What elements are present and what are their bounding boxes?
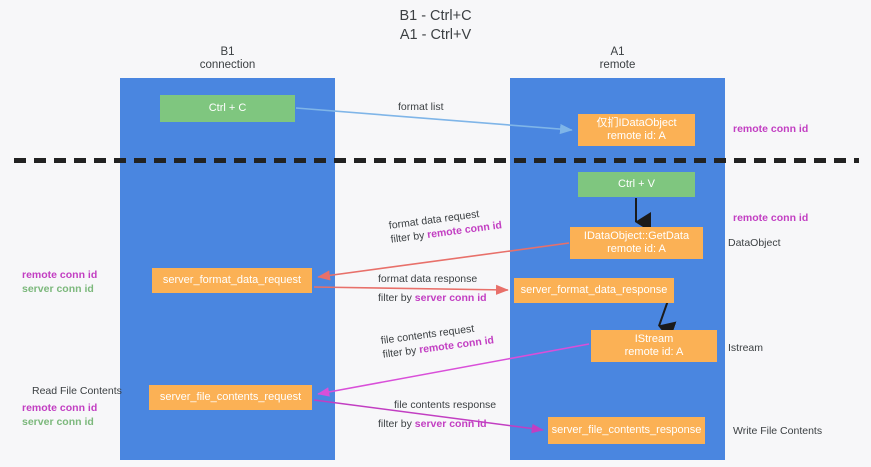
node-server-file-contents-request-label: server_file_contents_request: [159, 390, 302, 403]
node-server-file-contents-response[interactable]: server_file_contents_response: [548, 417, 705, 444]
lane-a1-role: remote: [599, 59, 636, 71]
annotation-right-mid-remote: remote conn id: [733, 211, 808, 225]
edge-label-format-data-response-line-1: format data response: [378, 273, 478, 285]
edge-label-file-contents-response: file contents response filter by server …: [378, 398, 497, 431]
annotation-left-remote-conn-id: remote conn id: [22, 269, 98, 281]
annotation-right-write-file: Write File Contents: [733, 424, 822, 438]
filter-prefix: filter by: [378, 418, 415, 430]
node-server-format-data-response-label: server_format_data_response: [520, 283, 668, 296]
node-istream[interactable]: IStream remote id: A: [591, 330, 717, 362]
lane-a1-name: A1: [610, 46, 625, 58]
edge-label-format-data-response: format data response filter by server co…: [378, 272, 487, 305]
annotation-left-conn-ids: remote conn id server conn id: [22, 268, 97, 296]
filter-prefix: filter by: [378, 292, 415, 304]
annotation-left-server-conn-id-2: server conn id: [22, 416, 94, 428]
title-line-2: A1 - Ctrl+V: [399, 27, 472, 43]
filter-key-server-conn-id: server conn id: [414, 418, 487, 430]
edge-label-file-contents-request: file contents request filter by remote c…: [380, 319, 495, 361]
annotation-right-dataobject: DataObject: [728, 236, 781, 250]
edge-label-file-contents-response-line-2: filter by server conn id: [378, 417, 496, 431]
node-server-format-data-request-label: server_format_data_request: [162, 273, 302, 286]
node-getdata[interactable]: IDataObject::GetData remote id: A: [570, 227, 703, 259]
node-idataobject[interactable]: 仅扪IDataObject remote id: A: [578, 114, 695, 146]
node-server-file-contents-request[interactable]: server_file_contents_request: [149, 385, 312, 410]
annotation-right-istream-text: Istream: [728, 342, 764, 354]
lane-b1-role: connection: [199, 59, 256, 71]
annotation-left-read-file-text: Read File Contents: [32, 385, 122, 397]
lane-b1-name: B1: [220, 46, 235, 58]
node-getdata-line-1: IDataObject::GetData: [583, 229, 690, 242]
edge-label-format-list: format list: [398, 100, 444, 114]
edge-label-format-data-request: format data request filter by remote con…: [388, 204, 503, 246]
title-line-1: B1 - Ctrl+C: [399, 8, 472, 24]
edge-label-format-list-line-1: format list: [398, 101, 444, 113]
annotation-left-conn-ids-2: remote conn id server conn id: [22, 401, 97, 429]
annotation-left-server-conn-id: server conn id: [22, 283, 94, 295]
filter-prefix: filter by: [389, 229, 428, 246]
annotation-right-write-file-text: Write File Contents: [733, 425, 823, 437]
annotation-right-dataobject-text: DataObject: [728, 237, 781, 249]
annotation-right-top-remote-text: remote conn id: [733, 123, 809, 135]
annotation-right-top-remote: remote conn id: [733, 122, 808, 136]
lane-header-b1: B1 connection: [120, 46, 335, 72]
node-idataobject-line-2: remote id: A: [607, 130, 666, 142]
edge-label-format-data-response-line-2: filter by server conn id: [378, 291, 487, 305]
diagram-title: B1 - Ctrl+C A1 - Ctrl+V: [0, 7, 871, 45]
filter-key-server-conn-id: server conn id: [414, 292, 487, 304]
node-istream-line-1: IStream: [634, 332, 674, 345]
node-getdata-line-2: remote id: A: [607, 243, 666, 255]
node-idataobject-line-1: 仅扪IDataObject: [596, 116, 677, 129]
node-ctrl-c[interactable]: Ctrl + C: [160, 95, 295, 122]
node-ctrl-c-label: Ctrl + C: [208, 101, 247, 114]
filter-prefix: filter by: [381, 344, 420, 361]
annotation-left-remote-conn-id-2: remote conn id: [22, 402, 98, 414]
node-server-file-contents-response-label: server_file_contents_response: [551, 423, 702, 436]
lane-header-a1: A1 remote: [510, 46, 725, 72]
annotation-right-mid-remote-text: remote conn id: [733, 212, 809, 224]
node-ctrl-v[interactable]: Ctrl + V: [578, 172, 695, 197]
phase-divider: [14, 158, 859, 163]
node-server-format-data-response[interactable]: server_format_data_response: [514, 278, 674, 303]
edge-label-file-contents-response-line-1: file contents response: [394, 399, 497, 411]
annotation-right-istream: Istream: [728, 341, 763, 355]
annotation-left-read-file: Read File Contents: [32, 384, 122, 398]
node-server-format-data-request[interactable]: server_format_data_request: [152, 268, 312, 293]
node-ctrl-v-label: Ctrl + V: [618, 177, 655, 190]
node-istream-line-2: remote id: A: [624, 346, 684, 358]
